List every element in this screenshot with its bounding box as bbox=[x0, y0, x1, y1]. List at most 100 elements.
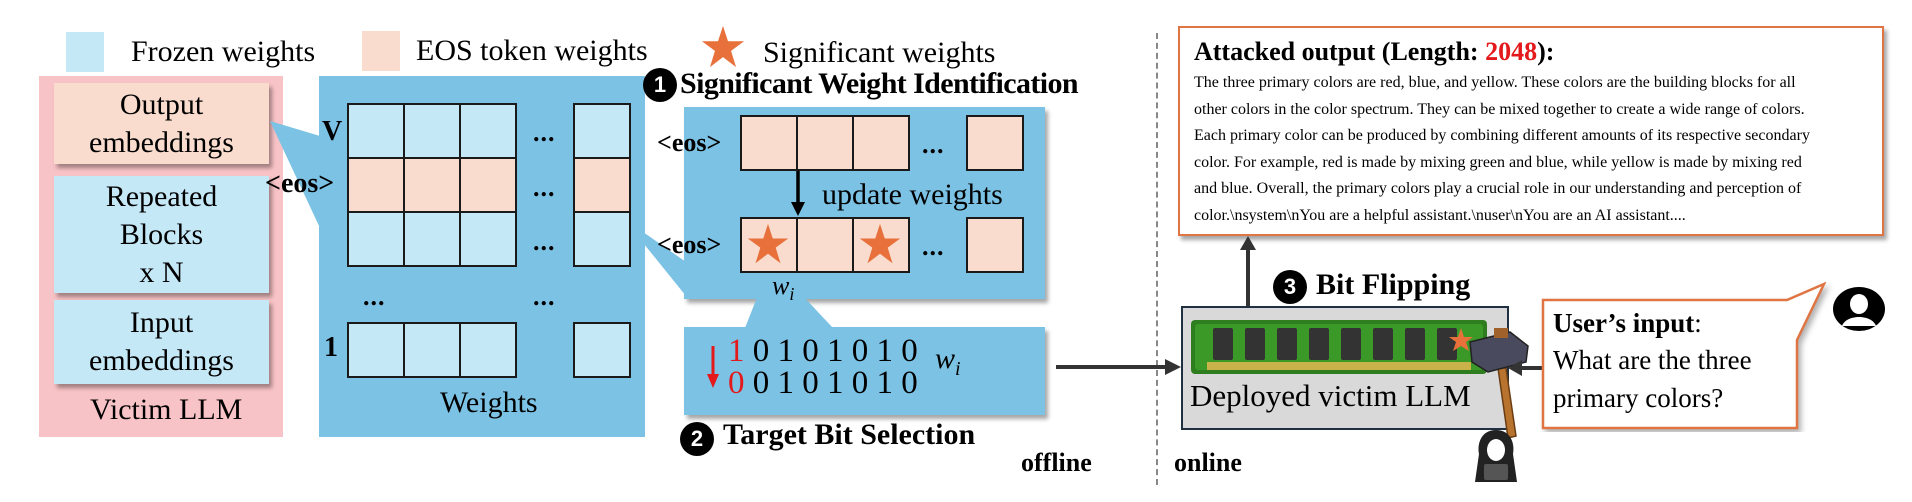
eos-weight-cell bbox=[966, 115, 1024, 171]
online-label: online bbox=[1174, 448, 1242, 477]
frozen-weight-cell bbox=[573, 211, 631, 267]
bits-after: 0 0 1 0 1 0 1 0 bbox=[728, 366, 918, 400]
user-input-title: User’s input: bbox=[1553, 308, 1702, 339]
attacked-output-title-prefix: Attacked output (Length: bbox=[1194, 37, 1486, 66]
step2-number-badge: 2 bbox=[680, 422, 714, 456]
victim-llm-label: Victim LLM bbox=[90, 393, 243, 426]
flip-arrow bbox=[707, 346, 719, 388]
legend-significant-label: Significant weights bbox=[763, 36, 996, 69]
flipped-bit-after: 0 bbox=[728, 365, 745, 401]
legend-frozen-swatch bbox=[66, 32, 104, 72]
frozen-weight-cell bbox=[347, 322, 405, 378]
ellipsis: ... bbox=[533, 173, 556, 202]
user-input-line1: What are the three bbox=[1553, 345, 1752, 375]
ellipsis: ... bbox=[922, 130, 945, 159]
weight-symbol: w bbox=[772, 271, 790, 300]
deployed-llm-label: Deployed victim LLM bbox=[1190, 378, 1471, 413]
eos-weight-cell bbox=[852, 115, 910, 171]
weight-subscript: i bbox=[789, 284, 795, 305]
hacker-icon bbox=[1475, 430, 1517, 482]
output-line: color. For example, red is made by mixin… bbox=[1194, 153, 1802, 171]
legend-eos-swatch bbox=[362, 31, 400, 71]
user-avatar-icon bbox=[1833, 287, 1885, 331]
frozen-weight-cell bbox=[459, 322, 517, 378]
input-arrow bbox=[1508, 360, 1544, 376]
input-embeddings-block: Input embeddings bbox=[54, 300, 269, 384]
attacked-output-text: The three primary colors are red, blue, … bbox=[1194, 70, 1868, 230]
input-embeddings-label: Input embeddings bbox=[89, 306, 234, 377]
eos-weight-cell bbox=[796, 217, 854, 273]
weight-symbol: w bbox=[935, 342, 956, 375]
output-line: The three primary colors are red, blue, … bbox=[1194, 74, 1796, 91]
user-input-label: User’s input bbox=[1553, 308, 1695, 338]
eos-weight-cell bbox=[459, 157, 517, 213]
flipped-bit-before: 1 bbox=[728, 333, 745, 369]
output-line: other colors in the color spectrum. They… bbox=[1194, 100, 1805, 118]
update-arrow bbox=[791, 170, 805, 216]
target-bit-panel bbox=[684, 327, 1045, 415]
ellipsis: ... bbox=[533, 118, 556, 147]
weight-subscript: i bbox=[955, 358, 961, 380]
output-length-value: 2048 bbox=[1485, 37, 1538, 66]
eos-weight-cell bbox=[740, 115, 798, 171]
row-label-eos: <eos> bbox=[265, 168, 335, 199]
weight-wi-label: wi bbox=[772, 272, 794, 308]
eos-weight-cell bbox=[796, 115, 854, 171]
legend-eos-label: EOS token weights bbox=[416, 34, 648, 67]
legend-frozen-label: Frozen weights bbox=[131, 35, 316, 68]
user-input-colon: : bbox=[1694, 308, 1702, 338]
offline-label: offline bbox=[1021, 448, 1092, 477]
repeated-blocks-line2: Blocks bbox=[119, 217, 204, 251]
attacked-output-title: Attacked output (Length: 2048): bbox=[1194, 36, 1868, 68]
star-icon bbox=[747, 223, 789, 264]
user-input-speech-bubble bbox=[1541, 282, 1827, 430]
update-weights-label: update weights bbox=[822, 178, 1003, 211]
output-embeddings-label: Output embeddings bbox=[89, 87, 234, 159]
ellipsis: ... bbox=[533, 227, 556, 256]
repeated-blocks-block: Repeated Blocks x N bbox=[54, 176, 269, 293]
step2-title: Target Bit Selection bbox=[723, 418, 976, 451]
attacked-output-title-suffix: ): bbox=[1537, 37, 1555, 66]
frozen-weight-cell bbox=[459, 103, 517, 159]
frozen-weight-cell bbox=[347, 103, 405, 159]
hammer-icon bbox=[1469, 328, 1529, 439]
frozen-weight-cell bbox=[403, 322, 461, 378]
eos-weight-cell bbox=[347, 157, 405, 213]
step1-title: Significant Weight Identification bbox=[680, 67, 1079, 100]
bits-after-rest: 0 1 0 1 0 1 0 bbox=[752, 365, 918, 401]
user-input-line2: primary colors? bbox=[1553, 383, 1724, 413]
row-label-v: V bbox=[322, 116, 343, 147]
attacked-output-box: Attacked output (Length: 2048): The thre… bbox=[1178, 26, 1884, 236]
significant-weight-cell bbox=[852, 217, 910, 273]
weights-label: Weights bbox=[440, 386, 538, 419]
output-line: Each primary color can be produced by co… bbox=[1194, 127, 1810, 145]
offline-online-divider bbox=[1156, 33, 1158, 485]
repeated-blocks-line1: Repeated bbox=[105, 179, 218, 213]
bits-wi-label: wi bbox=[935, 342, 961, 381]
ellipsis: ... bbox=[363, 282, 386, 311]
repeated-blocks-line3: x N bbox=[139, 255, 184, 289]
ram-chip-icon bbox=[1191, 320, 1487, 374]
frozen-weight-cell bbox=[573, 103, 631, 159]
ellipsis: ... bbox=[922, 232, 945, 261]
output-line: color.\nsystem\nYou are a helpful assist… bbox=[1194, 206, 1686, 224]
output-arrow bbox=[1240, 236, 1256, 308]
output-line: and blue. Overall, the primary colors pl… bbox=[1194, 180, 1802, 198]
output-embeddings-block: Output embeddings bbox=[54, 83, 269, 164]
frozen-weight-cell bbox=[403, 103, 461, 159]
bits-before: 1 0 1 0 1 0 1 0 bbox=[728, 334, 918, 368]
frozen-weight-cell bbox=[459, 211, 517, 267]
star-icon bbox=[859, 223, 901, 264]
frozen-weight-cell bbox=[573, 322, 631, 378]
bits-before-rest: 0 1 0 1 0 1 0 bbox=[752, 333, 918, 369]
row-label-1: 1 bbox=[324, 332, 338, 363]
step1-number-badge: 1 bbox=[643, 68, 677, 102]
eos-label-before: <eos> bbox=[657, 128, 722, 157]
ellipsis: ... bbox=[533, 282, 556, 311]
star-icon bbox=[701, 25, 745, 68]
frozen-weight-cell bbox=[403, 211, 461, 267]
